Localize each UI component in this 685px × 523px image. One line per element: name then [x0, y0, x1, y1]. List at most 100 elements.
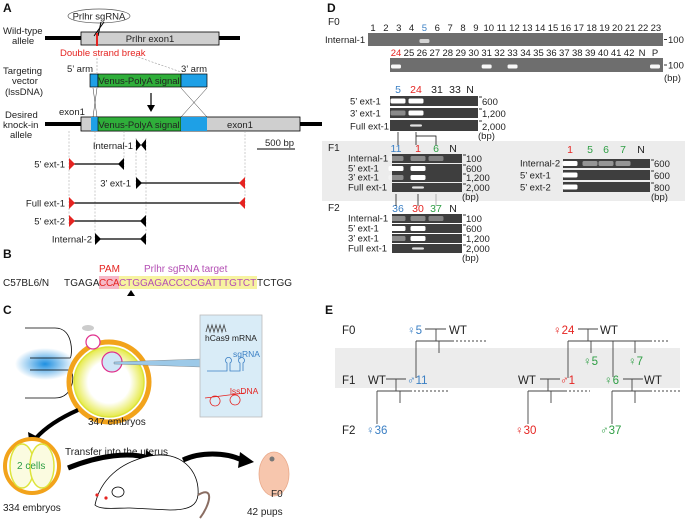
- seq-suffix: TCTGG: [257, 278, 292, 289]
- lane-label: 6: [433, 143, 439, 155]
- birth-arrow-icon: [181, 451, 244, 463]
- pedigree-wt: WT: [518, 375, 536, 387]
- gel-row-label: 5’ ext-2: [520, 183, 551, 194]
- primer-forward-icon: [136, 139, 141, 151]
- gel-band: [562, 161, 578, 166]
- pedigree-wt: WT: [449, 325, 467, 337]
- transfer-arrow-icon: [67, 452, 149, 471]
- gel-band: [410, 156, 426, 161]
- lane-label: 23: [651, 23, 662, 34]
- gel-band: [410, 226, 426, 231]
- gel-row: [392, 234, 462, 243]
- pedigree-node-f2-30: ♀30: [515, 425, 536, 437]
- zona-pellucida: [66, 339, 152, 425]
- gel-band: [598, 161, 614, 166]
- bp-unit-label: (bp): [478, 131, 495, 142]
- gel-band: [562, 184, 578, 190]
- gel-row-label: Full ext-1: [350, 122, 389, 133]
- pedigree-node-f2-36: ♀36: [366, 425, 387, 437]
- lane-label: 3: [396, 23, 401, 34]
- gel-band: [419, 39, 430, 43]
- strain-label: C57BL6/N: [3, 278, 49, 289]
- lane-label: N: [449, 203, 457, 215]
- gel-row-label: 5’ ext-1: [520, 171, 551, 182]
- lane-label: 39: [585, 48, 596, 59]
- panel-a: A Wild-type allele Prlhr exon1 Prlhr sgR…: [3, 1, 322, 246]
- gel-row: [392, 154, 462, 163]
- lane-label: 14: [535, 23, 546, 34]
- lane-label: 6: [435, 23, 440, 34]
- gel-band: [408, 98, 424, 104]
- pedigree-node-f0-5: ♀5: [407, 325, 422, 337]
- gel-lane-strip: [390, 58, 663, 72]
- generation-label: F2: [328, 203, 340, 214]
- gel-row-label: 3’ ext-1: [348, 234, 379, 245]
- gel-band: [412, 247, 424, 250]
- lane-label: 11: [497, 23, 507, 34]
- gel-row: [390, 108, 478, 118]
- gel-marker-label: 2,000: [466, 183, 490, 194]
- gel-marker-label: 600: [654, 171, 670, 182]
- primer-forward-icon: [95, 233, 101, 245]
- bp-unit-label: (bp): [462, 192, 479, 203]
- wildtype-label: Wild-type: [3, 26, 43, 37]
- lane-label: 7: [620, 144, 626, 156]
- gel-band: [390, 226, 406, 231]
- primer-label: Full ext-1: [26, 199, 65, 210]
- pedigree-node-f1-11: ♂11: [407, 375, 428, 387]
- primer-reverse-icon: [141, 139, 146, 151]
- pup-generation-label: F0: [271, 489, 283, 500]
- gel-marker-label: 100: [668, 35, 684, 46]
- gel-marker-label: 100: [466, 154, 482, 165]
- generation-label: F2: [342, 425, 355, 437]
- lane-label: 7: [448, 23, 453, 34]
- lane-label: 13: [522, 23, 533, 34]
- lane-label: 31: [481, 48, 492, 59]
- generation-label: F1: [342, 375, 355, 387]
- gel-band: [410, 175, 426, 180]
- gel-band: [412, 186, 424, 189]
- reagent-label: hCas9 mRNA: [205, 333, 257, 343]
- lane-label: 6: [603, 144, 609, 156]
- panel-e: E F0 F1 F2 ♀5 WT ♀24 WT WT ♂11 ♀5: [325, 303, 680, 437]
- targeting-label: Targeting: [3, 66, 42, 77]
- reagent-label: lssDNA: [230, 386, 259, 396]
- gel-marker-label: 800: [654, 183, 670, 194]
- cut-site-marker-icon: [127, 290, 135, 296]
- knockin-label: Desired: [5, 110, 38, 121]
- gel-row-label: 3’ ext-1: [348, 173, 379, 184]
- lane-label: N: [639, 48, 646, 59]
- gel-band: [390, 236, 406, 241]
- gel-marker-label: 1,200: [466, 234, 490, 245]
- two-cell-label: 2 cells: [17, 461, 45, 472]
- lane-label: 32: [494, 48, 505, 59]
- panel-label-e: E: [325, 303, 333, 317]
- knockin-label: allele: [10, 130, 32, 141]
- lane-label: 1: [567, 144, 573, 156]
- gel-band: [388, 166, 404, 171]
- gel-marker-label: 2,000: [482, 122, 506, 133]
- gel-row-label: Internal-1: [325, 35, 365, 46]
- seq-pam: CCA: [99, 278, 120, 289]
- panel-label-d: D: [327, 1, 336, 15]
- gel-band: [390, 216, 406, 221]
- gel-marker-label: 600: [654, 159, 670, 170]
- lane-label: 27: [430, 48, 441, 59]
- lane-label: 28: [443, 48, 454, 59]
- lane-label: 8: [460, 23, 465, 34]
- pedigree-wt: WT: [644, 375, 662, 387]
- arm3-label: 3’ arm: [181, 64, 207, 75]
- seq-prefix: TGAGA: [64, 278, 100, 289]
- gel-row: [392, 183, 462, 192]
- lineage-arrows: [395, 132, 437, 206]
- lane-label: 36: [546, 48, 557, 59]
- gel-row: [392, 173, 462, 182]
- panel-label-a: A: [3, 1, 12, 15]
- mouse-illustration: [94, 454, 211, 519]
- lane-label: 17: [573, 23, 584, 34]
- lane-label: 18: [586, 23, 597, 34]
- primer-forward-icon: [136, 177, 142, 189]
- lane-label: 31: [431, 84, 443, 96]
- gel-row: [390, 96, 478, 106]
